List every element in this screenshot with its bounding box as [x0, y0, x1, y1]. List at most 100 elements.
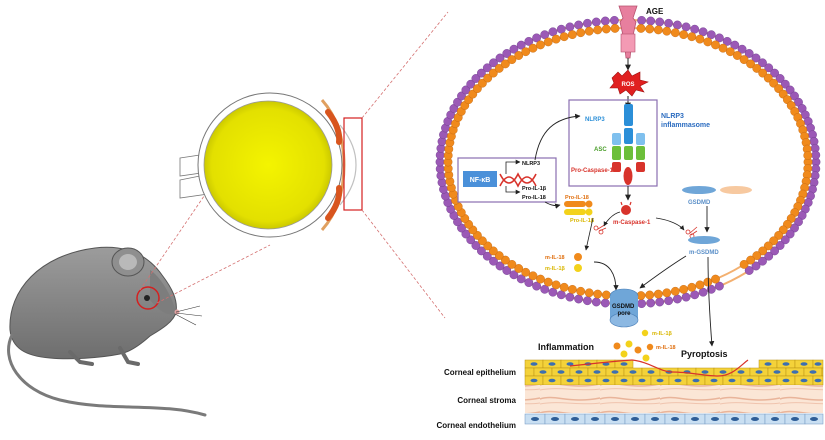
epithelial-nucleus [800, 362, 808, 366]
membrane-bead [655, 297, 665, 307]
membrane-bead [551, 34, 561, 44]
epithelial-nucleus [728, 378, 736, 383]
membrane-bead [559, 282, 569, 292]
epithelial-nucleus [548, 362, 556, 366]
membrane-bead [548, 27, 558, 37]
epithelial-nucleus [773, 370, 781, 374]
epithelial-cell [524, 367, 535, 377]
membrane-bead [744, 49, 754, 58]
membrane-bead [662, 288, 672, 298]
epithelial-nucleus [764, 378, 772, 383]
corneal-stroma-label: Corneal stroma [457, 396, 516, 405]
endothelial-nucleus [771, 417, 779, 421]
membrane-bead [732, 51, 742, 60]
endothelial-nucleus [591, 417, 599, 421]
membrane-bead [591, 17, 601, 27]
membrane-bead [600, 16, 610, 26]
membrane-bead [646, 16, 656, 26]
membrane-bead [488, 68, 498, 78]
membrane-bead [770, 246, 779, 256]
membrane-bead [752, 64, 762, 73]
mouse-eye-highlight [136, 286, 160, 310]
m-gsdmd-label: m-GSDMD [689, 250, 719, 256]
membrane-bead [543, 277, 553, 287]
inflammasome-box [568, 99, 658, 187]
endothelial-nucleus [711, 417, 719, 421]
membrane-bead [536, 274, 545, 284]
membrane-bead [516, 274, 526, 284]
epithelial-nucleus [701, 370, 709, 374]
m-il18-out-icon [646, 343, 654, 351]
membrane-bead [758, 68, 768, 78]
membrane-bead [457, 223, 466, 233]
membrane-bead [593, 289, 603, 299]
membrane-bead [507, 55, 517, 64]
ros-burst [609, 69, 649, 97]
membrane-bead [532, 33, 541, 43]
membrane-bead [453, 97, 462, 107]
zoom-lines-eye [361, 11, 449, 319]
gsdmd-icon [682, 186, 752, 194]
scissors-icon-il [593, 223, 607, 235]
membrane-bead [548, 287, 558, 297]
endothelial-nucleus [531, 417, 539, 421]
membrane-bead [471, 74, 481, 83]
epithelial-nucleus [539, 370, 547, 374]
epithelial-nucleus [566, 378, 574, 383]
membrane-bead [679, 30, 688, 39]
membrane-bead [591, 297, 601, 307]
pro-caspase1-label: Pro-Caspase-1 [571, 168, 614, 174]
endothelial-nucleus [671, 417, 679, 421]
membrane-bead [664, 296, 673, 306]
epithelial-nucleus [764, 362, 772, 366]
membrane-bead [565, 22, 575, 32]
arrow-casp-il [603, 211, 621, 227]
corneal-stroma-layer [525, 385, 823, 413]
membrane-bead [698, 287, 708, 297]
membrane-bead [706, 284, 716, 294]
membrane-bead [780, 235, 790, 245]
membrane-bead [461, 85, 471, 95]
membrane-bead [655, 17, 665, 27]
membrane-bead [482, 251, 492, 261]
membrane-bead [502, 266, 512, 275]
epithelial-nucleus [647, 370, 655, 374]
epithelial-nucleus [782, 378, 790, 383]
nfkb-badge [463, 171, 497, 187]
epithelial-nucleus [593, 370, 601, 374]
membrane-bead [495, 261, 505, 271]
membrane-bead [466, 235, 476, 245]
epithelial-nucleus [692, 378, 700, 383]
membrane-bead [583, 18, 592, 28]
membrane-bead [524, 37, 534, 46]
epithelial-nucleus [548, 378, 556, 383]
eye-illustration [179, 92, 363, 238]
pro-il18-icon [564, 200, 593, 208]
gsdmd-pore-label: GSDMD pore [612, 304, 636, 317]
epithelial-nucleus [814, 378, 822, 383]
membrane-bead [775, 74, 785, 83]
membrane-bead [722, 37, 732, 46]
membrane-bead [758, 256, 767, 266]
asc-label: ASC [594, 147, 607, 153]
membrane-bead [521, 47, 531, 57]
age-receptor [618, 5, 638, 59]
membrane-bead [746, 255, 755, 265]
membrane-bead [673, 294, 682, 304]
endothelial-nucleus [651, 417, 659, 421]
epithelial-nucleus [629, 370, 637, 374]
pro-il1b-label: Pro-IL-1β [570, 218, 595, 224]
pro-il1b-icon [564, 208, 593, 216]
membrane-bead [601, 24, 611, 34]
m-il1b-out-icon [641, 329, 649, 337]
membrane-bead [476, 246, 486, 256]
membrane-bead [521, 267, 531, 277]
membrane-bead [681, 292, 691, 302]
membrane-bead [576, 28, 586, 38]
membrane-bead [764, 63, 774, 73]
membrane-bead [687, 32, 697, 42]
membrane-bead [532, 281, 541, 291]
epithelial-nucleus [638, 378, 646, 383]
epithelial-nucleus [674, 378, 682, 383]
membrane-bead [494, 64, 504, 73]
